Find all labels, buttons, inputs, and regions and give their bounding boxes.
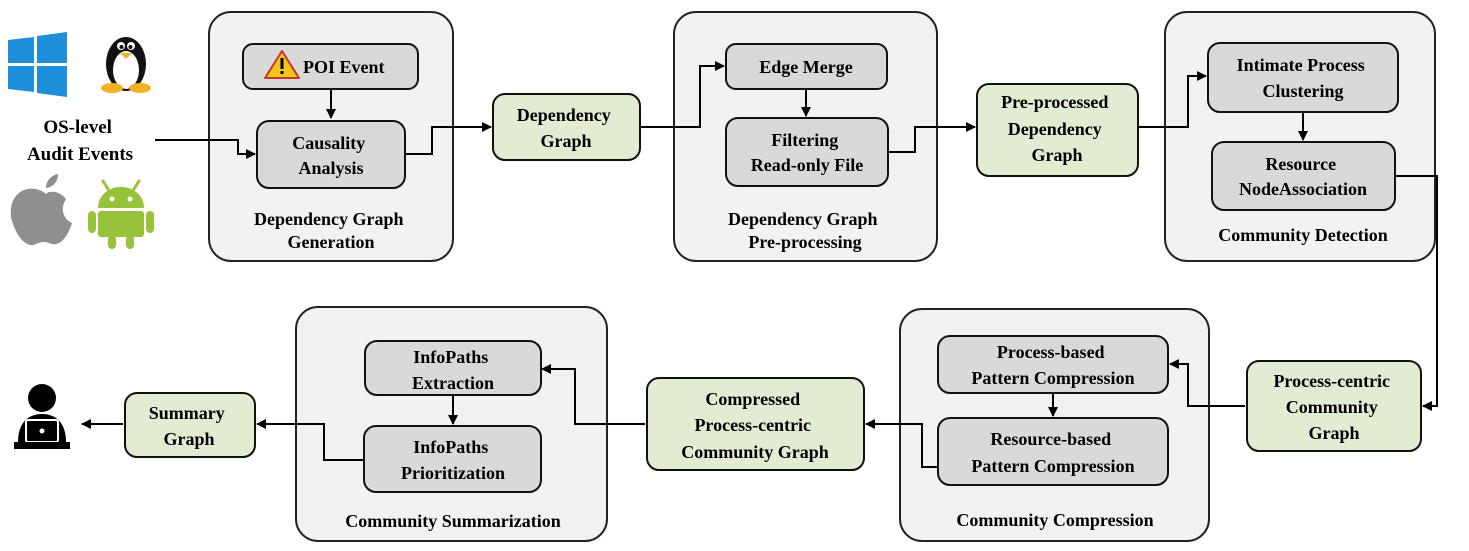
panel-generation-label: Dependency Graph Generation bbox=[254, 209, 408, 252]
analyst-icon bbox=[14, 384, 70, 449]
process-compression-label: Process-based Pattern Compression bbox=[971, 342, 1134, 388]
step-resource-based-pattern-compression: Resource-based Pattern Compression bbox=[937, 417, 1169, 486]
step-filtering-read-only-file: Filtering Read-only File bbox=[725, 117, 889, 187]
arrow-prioritization-to-summary bbox=[256, 419, 364, 461]
summary-graph-label: Summary Graph bbox=[149, 403, 230, 449]
android-icon bbox=[88, 179, 154, 249]
step-intimate-process-clustering: Intimate Process Clustering bbox=[1207, 42, 1399, 113]
clustering-label: Intimate Process Clustering bbox=[1237, 55, 1370, 101]
step-infopaths-prioritization: InfoPaths Prioritization bbox=[363, 425, 542, 493]
resource-association-label: Resource NodeAssociation bbox=[1239, 154, 1367, 199]
arrow-compressed-to-extraction bbox=[541, 364, 645, 425]
step-resource-node-association: Resource NodeAssociation bbox=[1211, 141, 1396, 211]
step-edge-merge: Edge Merge bbox=[725, 43, 888, 90]
arrow-resource-compression-to-compressed bbox=[865, 419, 938, 468]
step-causality-analysis: Causality Analysis bbox=[256, 120, 406, 189]
preprocessed-graph-label: Pre-processed Dependency Graph bbox=[1001, 92, 1113, 165]
artifact-preprocessed-dependency-graph: Pre-processed Dependency Graph bbox=[976, 83, 1139, 177]
warning-icon bbox=[264, 50, 300, 79]
linux-tux-icon bbox=[101, 37, 151, 93]
step-process-based-pattern-compression: Process-based Pattern Compression bbox=[937, 335, 1169, 394]
panel-preprocessing-label: Dependency Graph Pre-processing bbox=[728, 209, 882, 252]
arrow-dependency-graph-to-edge-merge bbox=[640, 61, 725, 128]
step-infopaths-extraction: InfoPaths Extraction bbox=[364, 340, 542, 396]
arrow-causality-to-dependency-graph bbox=[405, 122, 492, 155]
os-audit-events-label: OS-level Audit Events bbox=[27, 117, 133, 165]
panel-compression-label: Community Compression bbox=[956, 510, 1153, 530]
connectors bbox=[81, 61, 1438, 468]
artifact-process-centric-community-graph: Process-centric Community Graph bbox=[1246, 360, 1422, 452]
artifact-compressed-community-graph: Compressed Process-centric Community Gra… bbox=[646, 377, 865, 471]
apple-icon bbox=[10, 174, 72, 246]
arrow-community-graph-to-process-compression bbox=[1169, 359, 1245, 407]
arrow-preprocessed-to-clustering bbox=[1138, 71, 1207, 128]
arrow-os-to-causality bbox=[155, 139, 256, 159]
panel-summarization-label: Community Summarization bbox=[345, 511, 561, 531]
filtering-label: Filtering Read-only File bbox=[751, 130, 864, 175]
dependency-graph-label: Dependency Graph bbox=[517, 105, 616, 151]
arrow-resource-to-community-graph bbox=[1395, 175, 1438, 411]
step-poi-event: POI Event bbox=[242, 43, 419, 90]
resource-compression-label: Resource-based Pattern Compression bbox=[971, 429, 1134, 476]
windows-icon bbox=[8, 32, 67, 97]
artifact-dependency-graph: Dependency Graph bbox=[492, 93, 641, 161]
compressed-graph-label: Compressed Process-centric Community Gra… bbox=[681, 389, 829, 462]
arrow-filtering-to-preprocessed bbox=[888, 122, 976, 153]
infopaths-prioritization-label: InfoPaths Prioritization bbox=[401, 437, 505, 483]
panel-detection-label: Community Detection bbox=[1218, 225, 1387, 245]
edge-merge-label: Edge Merge bbox=[759, 57, 852, 77]
poi-event-label: POI Event bbox=[303, 57, 385, 77]
causality-analysis-label: Causality Analysis bbox=[292, 133, 370, 178]
infopaths-extraction-label: InfoPaths Extraction bbox=[412, 347, 494, 393]
community-graph-label: Process-centric Community Graph bbox=[1273, 371, 1394, 443]
artifact-summary-graph: Summary Graph bbox=[124, 392, 256, 458]
